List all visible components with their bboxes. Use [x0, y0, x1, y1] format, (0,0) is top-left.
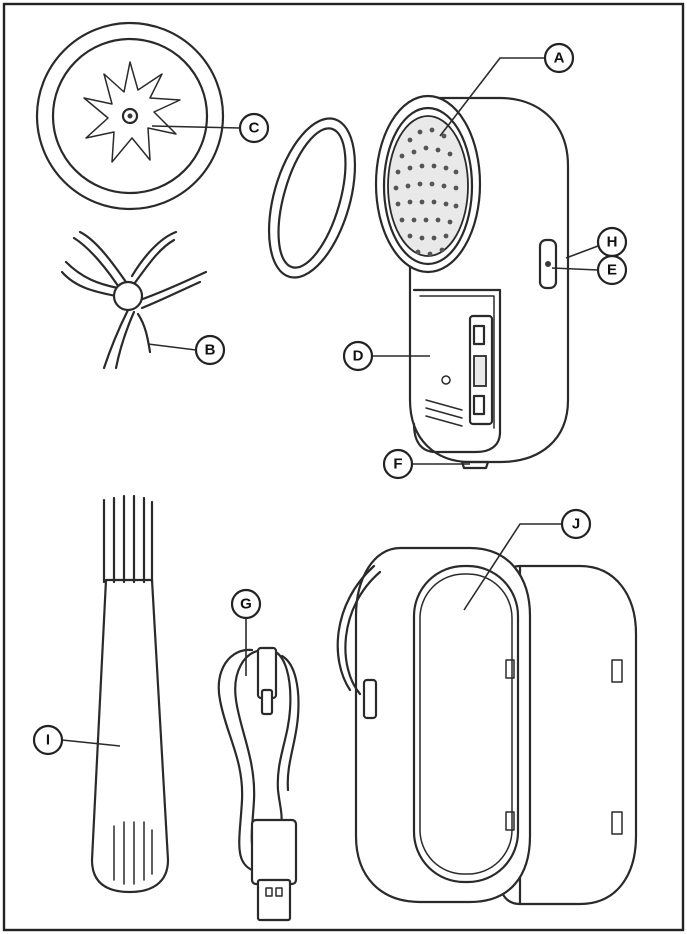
- part-b-blade: [62, 232, 206, 368]
- part-g-usb-cable: [219, 648, 299, 920]
- svg-text:J: J: [572, 516, 580, 533]
- svg-text:C: C: [249, 120, 260, 137]
- svg-text:E: E: [607, 262, 617, 279]
- callout-i: I: [34, 726, 62, 754]
- part-j-storage-case: [338, 548, 636, 904]
- callout-j: J: [562, 510, 590, 538]
- svg-text:D: D: [353, 348, 364, 365]
- svg-text:A: A: [554, 50, 565, 67]
- callout-f: F: [384, 450, 412, 478]
- callout-a: A: [545, 44, 573, 72]
- svg-text:H: H: [607, 234, 618, 251]
- callout-g: G: [232, 590, 260, 618]
- svg-text:B: B: [205, 342, 216, 359]
- callout-c: C: [240, 114, 268, 142]
- main-device-body: [376, 96, 568, 468]
- callout-h: H: [598, 228, 626, 256]
- part-i-cleaning-brush: [92, 496, 168, 892]
- callout-b: B: [196, 336, 224, 364]
- callout-d: D: [344, 342, 372, 370]
- part-c-blade-disc: [37, 23, 223, 209]
- svg-text:I: I: [46, 732, 50, 749]
- gasket-ring: [253, 109, 371, 288]
- svg-text:F: F: [393, 456, 402, 473]
- callout-e: E: [598, 256, 626, 284]
- svg-text:G: G: [240, 596, 252, 613]
